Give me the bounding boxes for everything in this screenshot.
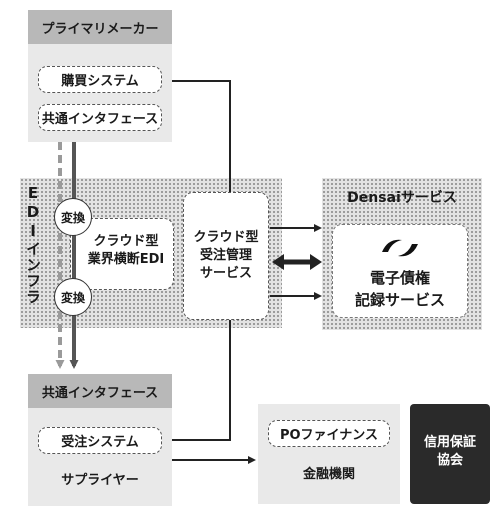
financial-institution-panel: POファイナンス 金融機関 <box>258 404 400 504</box>
bidirectional-right-head <box>310 254 322 270</box>
bidirectional-left-head <box>272 254 284 270</box>
purchasing-system-box: 購買システム <box>38 66 162 93</box>
po-finance-box: POファイナンス <box>268 420 390 447</box>
order-management-service-box <box>183 192 269 320</box>
densai-record-service-box <box>332 224 468 318</box>
supplier-common-interface-header: 共通インタフェース <box>28 374 172 408</box>
order-service-label-line1: クラウド型 <box>193 230 259 245</box>
supplier-label: サプライヤー <box>61 473 139 488</box>
order-service-label-line2: 受注管理 <box>199 248 252 263</box>
order-system-box: 受注システム <box>38 427 162 454</box>
service-to-order-system-line <box>172 320 231 441</box>
cloud-edi-box <box>70 218 174 290</box>
order-service-label-line3: サービス <box>199 266 252 281</box>
financial-institution-label: 金融機関 <box>302 467 355 482</box>
credit-guarantee-association-box <box>410 404 490 504</box>
densai-logo-icon <box>382 239 418 257</box>
record-service-label-line1: 電子債権 <box>369 269 430 287</box>
primary-maker-header: プライマリメーカー <box>28 10 172 44</box>
credit-guarantee-label-line1: 信用保証 <box>423 435 476 450</box>
edi-infra-label: EDIインフラ <box>24 184 42 305</box>
primary-maker-panel: プライマリメーカー 購買システム 共通インタフェース <box>28 10 172 142</box>
record-service-label-line2: 記録サービス <box>354 291 445 309</box>
cloud-edi-label-line1: クラウド型 <box>93 234 159 249</box>
common-interface-box-top: 共通インタフェース <box>38 104 162 131</box>
densai-service-header: Densaiサービス <box>347 190 457 206</box>
convert-node-bottom: 変換 <box>54 278 92 316</box>
convert-node-top: 変換 <box>54 198 92 236</box>
cloud-edi-label-line2: 業界横断EDI <box>87 252 165 267</box>
purchasing-to-service-line <box>172 80 231 192</box>
credit-guarantee-label-line2: 協会 <box>436 453 463 468</box>
supplier-panel: 共通インタフェース 受注システム サプライヤー <box>28 374 172 506</box>
